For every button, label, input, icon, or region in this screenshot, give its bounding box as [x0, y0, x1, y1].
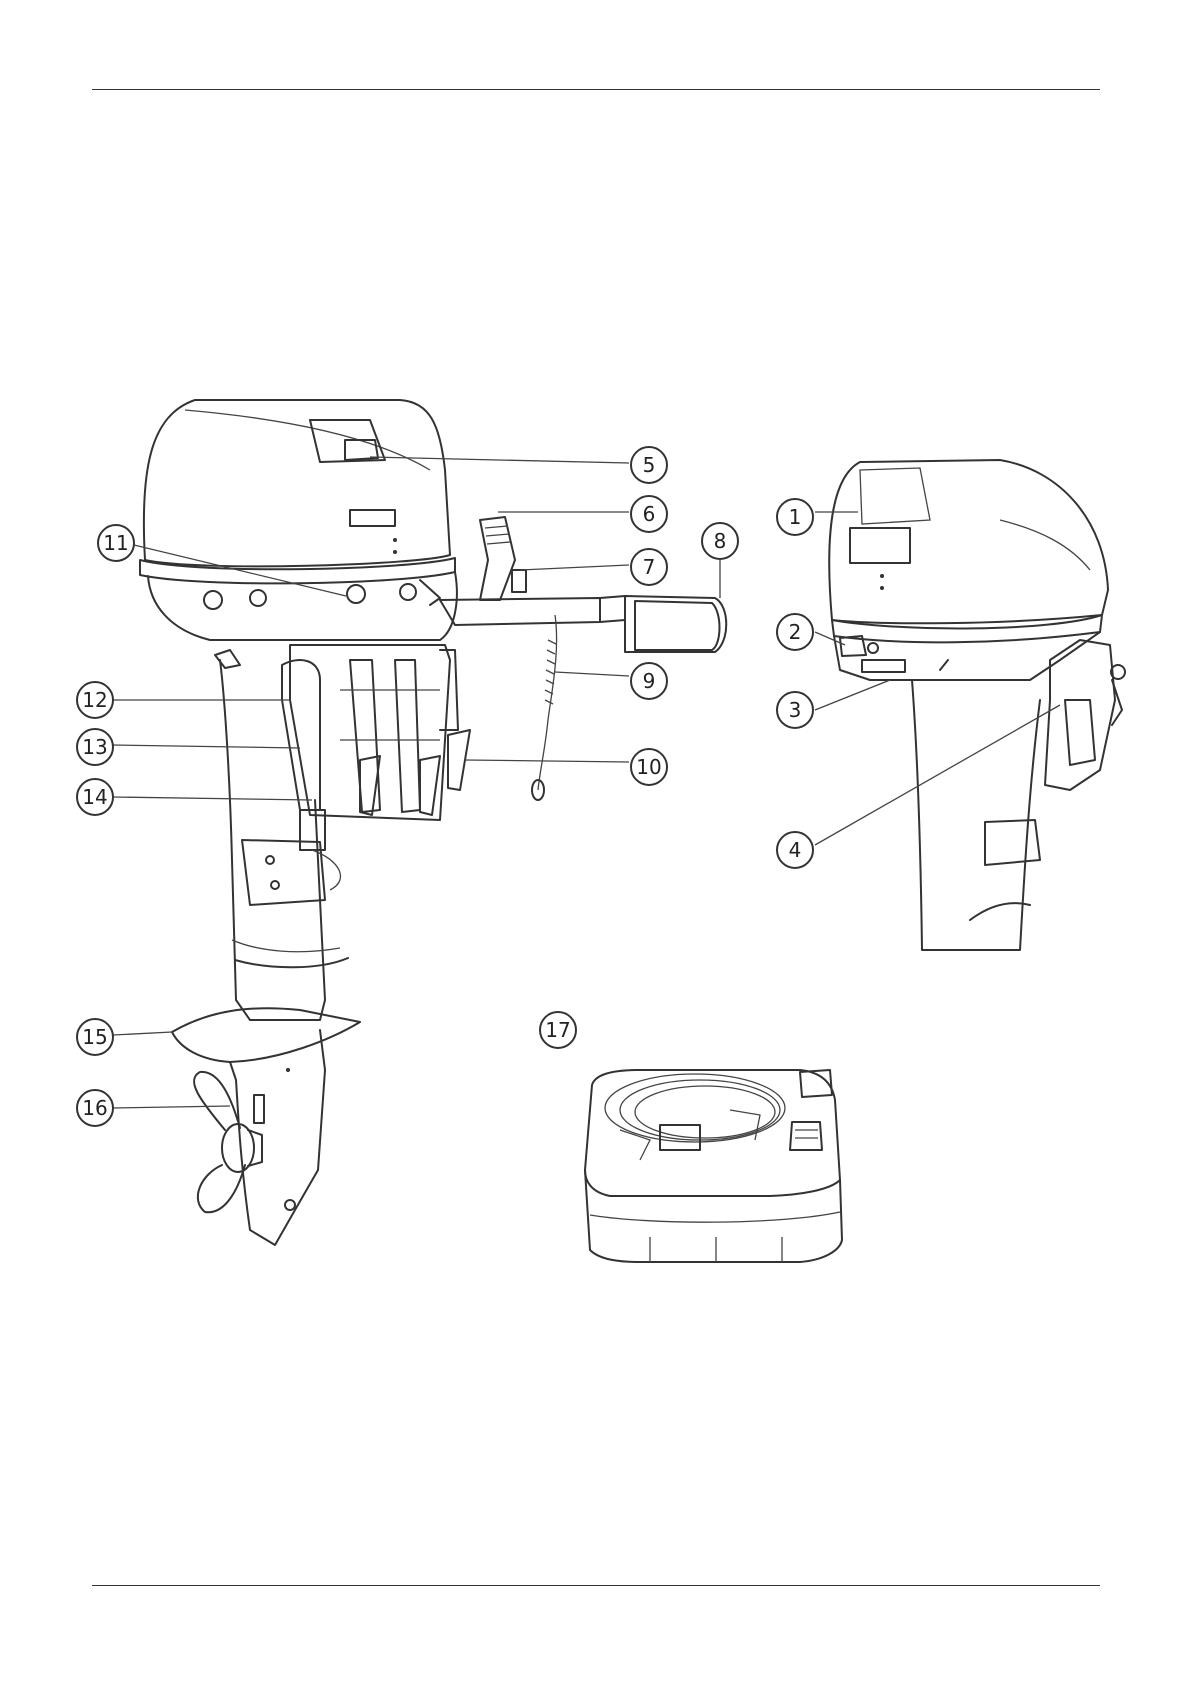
fuel-tank-illustration: [585, 1070, 842, 1262]
callout-2: 2: [777, 614, 813, 650]
callout-9-label: 9: [643, 669, 656, 693]
callout-11-label: 11: [103, 531, 128, 555]
callout-4-label: 4: [789, 838, 802, 862]
callout-12: 12: [77, 682, 113, 718]
callout-3: 3: [777, 692, 813, 728]
callout-15-label: 15: [82, 1025, 107, 1049]
outboard-motor-rear-view: [829, 460, 1125, 950]
callout-9: 9: [631, 663, 667, 699]
callout-10: 10: [631, 749, 667, 785]
callout-7: 7: [631, 549, 667, 585]
callout-17: 17: [540, 1012, 576, 1048]
callout-16: 16: [77, 1090, 113, 1126]
callout-12-label: 12: [82, 688, 107, 712]
callout-3-label: 3: [789, 698, 802, 722]
callout-17-label: 17: [545, 1018, 570, 1042]
callout-14: 14: [77, 779, 113, 815]
callout-13-label: 13: [82, 735, 107, 759]
callout-1-label: 1: [789, 505, 802, 529]
callout-7-label: 7: [643, 555, 656, 579]
callout-5-label: 5: [643, 453, 656, 477]
callout-10-label: 10: [636, 755, 661, 779]
callout-8: 8: [702, 523, 738, 559]
callout-11: 11: [98, 525, 134, 561]
callout-8-label: 8: [714, 529, 727, 553]
callout-6-label: 6: [643, 502, 656, 526]
callout-5: 5: [631, 447, 667, 483]
callout-14-label: 14: [82, 785, 107, 809]
callout-15: 15: [77, 1019, 113, 1055]
callout-1: 1: [777, 499, 813, 535]
callout-4: 4: [777, 832, 813, 868]
callout-2-label: 2: [789, 620, 802, 644]
callout-13: 13: [77, 729, 113, 765]
callout-16-label: 16: [82, 1096, 107, 1120]
callout-6: 6: [631, 496, 667, 532]
